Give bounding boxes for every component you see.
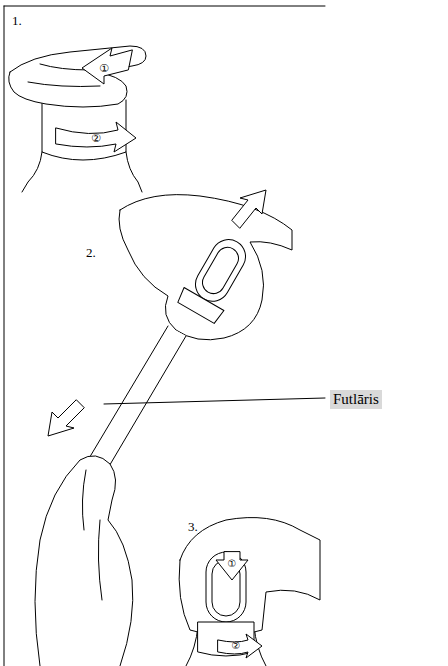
step3-drawing xyxy=(179,518,320,666)
block-arrow xyxy=(56,122,136,152)
callout-number: ② xyxy=(232,641,241,651)
hand xyxy=(119,195,292,340)
finger-line xyxy=(82,470,102,600)
frame-line xyxy=(4,6,325,7)
block-arrow xyxy=(82,48,132,84)
callout-number: ① xyxy=(228,559,237,569)
step1-drawing xyxy=(9,46,146,192)
hand xyxy=(35,456,133,666)
step-number: 3. xyxy=(188,520,198,533)
cap xyxy=(42,100,126,160)
block-arrow xyxy=(218,634,262,658)
step2-drawing xyxy=(35,190,325,666)
callout-number: ② xyxy=(91,133,101,144)
block-arrow xyxy=(216,552,248,580)
step-number: 1. xyxy=(12,14,22,27)
hand xyxy=(179,518,320,636)
sleeve xyxy=(88,326,186,474)
block-arrow xyxy=(48,400,84,436)
step-number: 2. xyxy=(86,246,96,259)
collar xyxy=(176,288,224,325)
leader-line xyxy=(104,398,325,404)
part-label: Futlāris xyxy=(330,390,382,409)
callout-number: ① xyxy=(99,63,109,74)
block-arrow xyxy=(232,190,266,228)
nozzle-inner xyxy=(198,243,242,297)
hand xyxy=(9,46,146,107)
frame-line xyxy=(4,6,5,666)
bottle-neck xyxy=(22,152,142,192)
